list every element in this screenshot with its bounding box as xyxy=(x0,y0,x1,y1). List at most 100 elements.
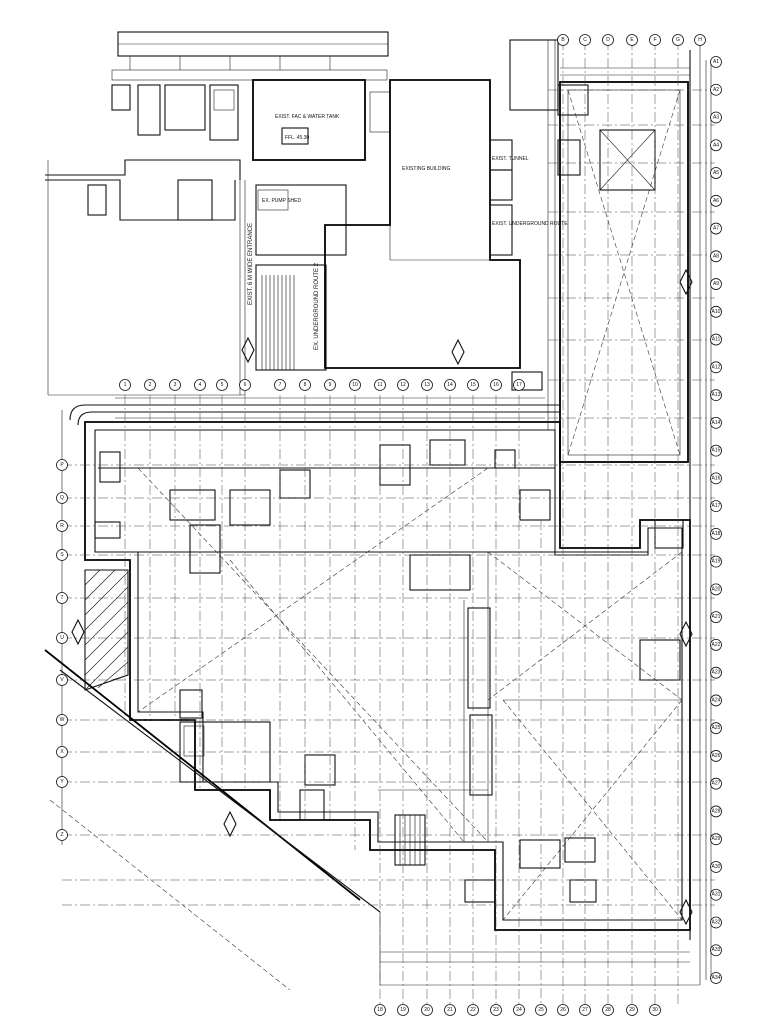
grid-bubble-mid-label: 8 xyxy=(304,382,307,388)
grid-bubble-right: A14 xyxy=(710,416,722,429)
grid-bubble-right-label: A28 xyxy=(712,808,721,814)
grid-bubble-right-label: A9 xyxy=(713,281,719,287)
grid-bubble-right-label: A34 xyxy=(712,975,721,981)
grid-bubble-left: R xyxy=(56,520,68,532)
grid-bubble-mid-label: 9 xyxy=(329,382,332,388)
existing-compound xyxy=(45,31,559,396)
grid-bubble-bottom-label: 23 xyxy=(493,1007,499,1013)
grid-bubble-right: A30 xyxy=(710,861,722,873)
grid-bubble-mid: 1 xyxy=(119,379,131,391)
grid-bubble-right-label: A19 xyxy=(712,559,721,565)
grid-bubble-bottom: 26 xyxy=(557,1004,569,1016)
grid-bubble-mid-label: 14 xyxy=(447,382,453,388)
grid-bubble-right: A27 xyxy=(710,777,722,790)
grid-bubble-bottom-label: 20 xyxy=(424,1007,430,1013)
grid-bubble-right: A18 xyxy=(710,527,722,540)
label-pump-shed: EX. PUMP SHED xyxy=(262,198,301,204)
grid-bubble-right: A17 xyxy=(710,500,722,513)
grid-bubble-left-label: Y xyxy=(60,779,64,785)
grid-bubble-right: A12 xyxy=(710,361,722,374)
grid-bubble-right-label: A17 xyxy=(712,503,721,509)
grid-bubble-bottom-label: 30 xyxy=(652,1007,658,1013)
label-vehicle-entrance: EXIST. 6 M WIDE ENTRANCE xyxy=(248,223,254,305)
grid-bubble-bottom-label: 19 xyxy=(400,1007,406,1013)
grid-bubble-mid: 11 xyxy=(374,379,386,391)
grid-bubble-top: D xyxy=(602,34,614,46)
grid-bubble-bottom-label: 26 xyxy=(560,1007,566,1013)
grid-bubble-right-label: A3 xyxy=(713,115,719,121)
grid-bubble-right: A13 xyxy=(710,389,722,401)
grid-bubble-left-label: Q xyxy=(60,495,64,501)
grid-bubble-top: G xyxy=(672,34,684,46)
grid-bubble-mid-label: 3 xyxy=(174,382,177,388)
grid-bubble-mid-label: 10 xyxy=(352,382,358,388)
grid-bubble-right: A2 xyxy=(710,83,722,96)
grid-bubble-left-label: R xyxy=(60,523,64,529)
grid-bubble-right-label: A7 xyxy=(713,226,719,232)
grid-bubble-right-label: A22 xyxy=(712,642,721,648)
grid-bubble-right-label: A13 xyxy=(712,392,721,398)
grid-bubble-top-label: F xyxy=(653,37,656,43)
grid-bubble-right-label: A32 xyxy=(712,919,721,925)
label-underground-route: EX. UNDERGROUND ROUTE 2 xyxy=(314,262,320,350)
grid-bubble-right: A34 xyxy=(710,972,722,984)
grid-bubble-right-label: A25 xyxy=(712,725,721,731)
grid-bubble-left-label: S xyxy=(60,552,64,558)
grid-bubble-bottom: 23 xyxy=(490,1004,502,1016)
grid-bubble-bottom-label: 18 xyxy=(377,1007,383,1013)
grid-bubble-right: A3 xyxy=(710,111,722,124)
grid-bubble-mid: 9 xyxy=(324,379,336,391)
grid-bubble-mid: 2 xyxy=(144,379,156,391)
grid-bubble-mid-label: 13 xyxy=(424,382,430,388)
label-ffl: FFL. 45.30 xyxy=(285,135,309,141)
grid-bubble-bottom-label: 22 xyxy=(470,1007,476,1013)
parking-hatch xyxy=(84,569,129,691)
dimension-lines xyxy=(115,60,712,980)
grid-bubble-top: E xyxy=(626,34,638,46)
grid-bubble-bottom: 27 xyxy=(579,1004,591,1016)
grid-bubble-mid: 16 xyxy=(490,379,502,391)
label-existing-building: EXISTING BUILDING xyxy=(402,166,450,172)
grid-bubble-mid-label: 4 xyxy=(199,382,202,388)
structural-grid xyxy=(62,40,715,1005)
grid-bubble-right: A26 xyxy=(710,750,722,762)
grid-bubble-mid-label: 12 xyxy=(400,382,406,388)
grid-bubble-mid: 13 xyxy=(421,379,433,391)
grid-bubble-left: T xyxy=(56,592,68,604)
grid-bubble-top-label: H xyxy=(698,37,702,43)
label-fac-tank: EXIST. FAC & WATER TANK xyxy=(275,114,340,120)
right-building xyxy=(557,81,689,463)
grid-bubble-bottom: 28 xyxy=(602,1004,614,1016)
grid-bubble-mid: 8 xyxy=(299,379,311,391)
grid-bubble-bottom-label: 21 xyxy=(447,1007,453,1013)
grid-bubble-right-label: A24 xyxy=(712,697,721,703)
grid-bubble-right-label: A27 xyxy=(712,781,721,787)
grid-bubble-top-label: G xyxy=(676,37,680,43)
grid-bubble-left: Z xyxy=(56,829,68,841)
grid-bubble-right: A11 xyxy=(710,333,722,346)
grid-bubble-right: A15 xyxy=(710,444,722,457)
grid-bubbles-right: A1A2A3A4A5A6A7A8A9A10A11A12A13A14A15A16A… xyxy=(710,56,722,984)
grid-bubble-left-label: W xyxy=(60,717,65,723)
grid-bubble-right-label: A5 xyxy=(713,170,719,176)
grid-bubble-right-label: A20 xyxy=(712,586,721,592)
label-existing-route: EXIST. UNDERGROUND ROUTE xyxy=(492,221,568,227)
grid-bubble-right: A25 xyxy=(710,722,722,735)
grid-bubble-right: A29 xyxy=(710,833,722,846)
grid-bubble-mid: 14 xyxy=(444,379,456,391)
grid-bubble-right: A24 xyxy=(710,694,722,707)
grid-bubble-bottom: 20 xyxy=(421,1004,433,1016)
grid-bubble-right: A32 xyxy=(710,916,722,929)
grid-bubble-bottom: 19 xyxy=(397,1004,409,1016)
grid-bubble-right-label: A12 xyxy=(712,364,721,370)
grid-bubble-top-label: E xyxy=(630,37,634,43)
grid-bubble-mid: 17 xyxy=(513,379,525,391)
section-markers xyxy=(71,268,693,926)
grid-bubble-right: A5 xyxy=(710,167,722,179)
grid-bubble-left: U xyxy=(56,632,68,644)
grid-bubble-right-label: A4 xyxy=(713,142,719,148)
grid-bubble-mid-label: 1 xyxy=(124,382,127,388)
